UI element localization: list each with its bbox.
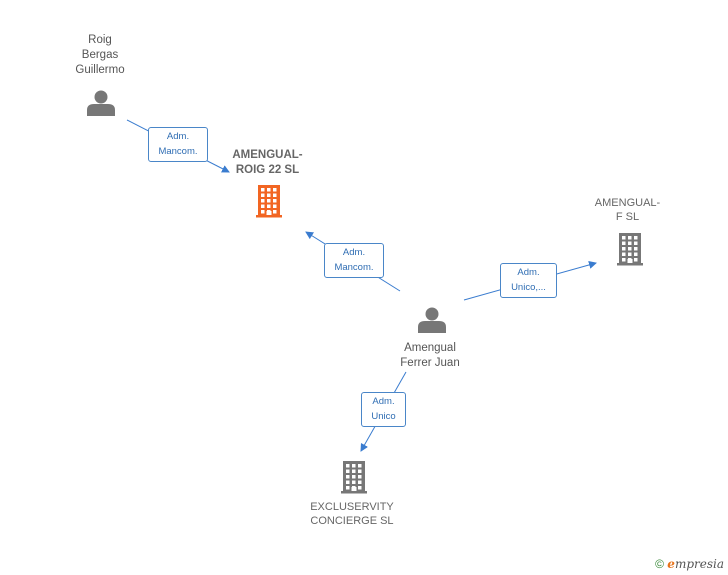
edge-label-roig-amengual-roig[interactable]: Adm. Mancom.	[148, 127, 208, 162]
building-icon[interactable]	[617, 233, 643, 266]
building-icon[interactable]	[341, 461, 367, 494]
node-label-excluservity[interactable]: EXCLUSERVITY CONCIERGE SL	[310, 501, 394, 527]
copyright-symbol: ©	[655, 557, 664, 571]
building-icon[interactable]	[256, 185, 282, 218]
brand-logo-text: mpresia	[674, 557, 724, 571]
node-label-amengual-f[interactable]: AMENGUAL- F SL	[594, 197, 661, 223]
edge-label-ferrer-amengual-f[interactable]: Adm. Unico,...	[500, 263, 557, 298]
person-icon[interactable]	[87, 90, 115, 117]
person-icon[interactable]	[418, 307, 446, 334]
edge-label-ferrer-amengual-roig[interactable]: Adm. Mancom.	[324, 243, 384, 278]
brand-logo-e: e	[667, 557, 675, 571]
node-label-amengual-roig[interactable]: AMENGUAL- ROIG 22 SL	[232, 149, 303, 176]
edge-label-ferrer-excluservity[interactable]: Adm. Unico	[361, 392, 406, 427]
brand-footer: © empresia	[655, 557, 724, 571]
node-label-amengual-ferrer[interactable]: Amengual Ferrer Juan	[400, 342, 460, 369]
node-label-roig[interactable]: Roig Bergas Guillermo	[75, 34, 125, 76]
